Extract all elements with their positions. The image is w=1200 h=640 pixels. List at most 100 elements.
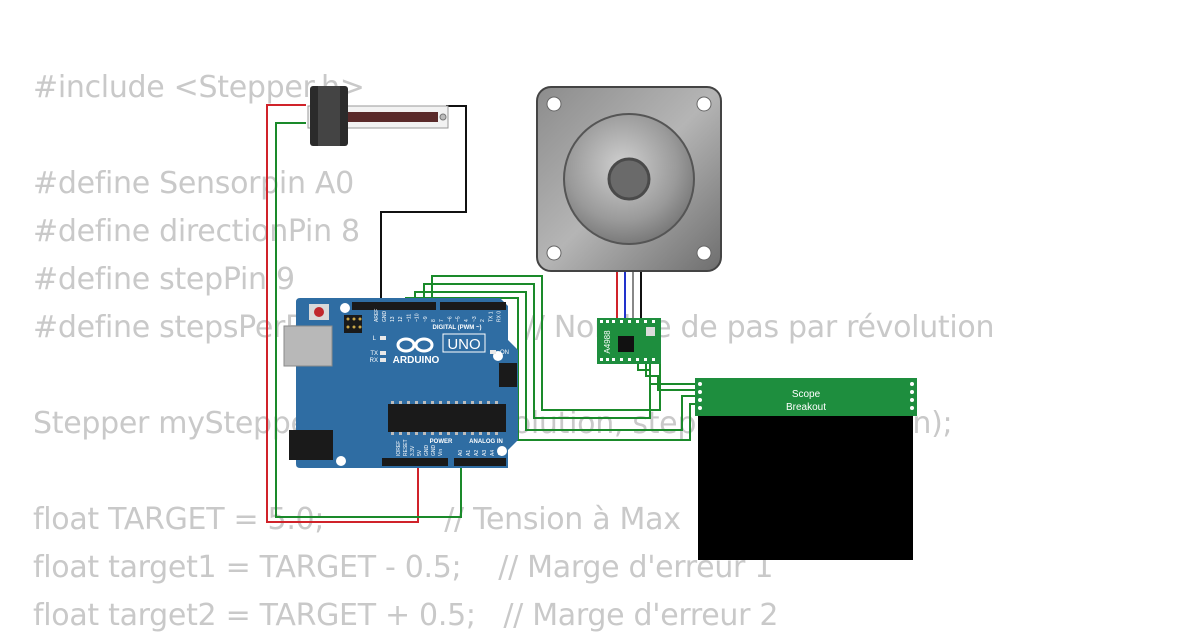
uno-box <box>442 333 486 353</box>
pin-label: RX 0 <box>497 311 503 322</box>
scope-pins <box>698 382 914 410</box>
chip-pin <box>415 432 418 435</box>
motor-shaft <box>607 157 651 201</box>
chip-pin <box>471 401 474 404</box>
power-jack <box>289 430 333 460</box>
driver-chip <box>618 336 634 352</box>
chip-pin <box>431 401 434 404</box>
wire-pot-a0[interactable] <box>275 122 462 518</box>
pin-label: ~11 <box>406 314 412 322</box>
chip-pin <box>487 401 490 404</box>
scope-breakout[interactable]: Scope Breakout <box>695 378 917 560</box>
driver-pot <box>646 327 655 336</box>
pin-label: A0 <box>458 450 464 456</box>
chip-pin <box>439 432 442 435</box>
chip-pin <box>423 401 426 404</box>
icsp2-header <box>499 363 517 387</box>
driver-label: A4988 <box>603 330 612 354</box>
motor-hole-tl <box>546 96 562 112</box>
mount-hole-4 <box>497 446 507 456</box>
chip-pin <box>423 432 426 435</box>
usb-port <box>283 325 333 367</box>
wire-step[interactable] <box>423 283 651 419</box>
pin-label: 2 <box>480 319 486 322</box>
code-line: float TARGET = 5.0; // Tension à Max <box>33 502 681 537</box>
pin-label: ~10 <box>415 313 421 322</box>
pin-label: A3 <box>482 450 488 456</box>
pin-label: 3.3V <box>410 445 416 456</box>
led-rx-label: RX <box>370 358 378 364</box>
chip-pin <box>407 401 410 404</box>
pin-label: 12 <box>398 316 404 322</box>
wire-driver-scope-b[interactable] <box>645 359 698 391</box>
a4988-driver[interactable]: A4988 <box>597 318 661 364</box>
led-tx-label: TX <box>370 351 378 357</box>
chip-pin <box>391 401 394 404</box>
arduino-brand: ARDUINO <box>393 355 440 366</box>
wire-scope-1[interactable] <box>414 291 698 431</box>
chip-pin <box>471 432 474 435</box>
pin-label: ~3 <box>472 316 478 322</box>
arduino-uno[interactable]: ARDUINO UNO DIGITAL (PWM ~) POWER ANALOG… <box>283 298 518 468</box>
wire-pot-gnd[interactable] <box>380 105 467 305</box>
chip-pin <box>447 432 450 435</box>
digital-header-label: DIGITAL (PWM ~) <box>433 325 482 331</box>
chip-pin <box>407 432 410 435</box>
power-header-label: POWER <box>430 439 453 445</box>
chip-pin <box>431 432 434 435</box>
chip-pin <box>399 401 402 404</box>
pot-knob-face <box>318 86 340 146</box>
arduino-logo <box>396 337 434 353</box>
pin-label: ~6 <box>447 316 453 322</box>
icsp-pins <box>346 317 362 329</box>
chip-pin <box>495 401 498 404</box>
scope-header <box>695 378 917 416</box>
wire-driver-scope-a[interactable] <box>637 359 698 385</box>
stepper-motor[interactable] <box>536 86 722 272</box>
power-header <box>382 458 448 466</box>
pin-label: A1 <box>466 450 472 456</box>
chip-pin <box>399 432 402 435</box>
wire-pot-5v[interactable] <box>266 104 419 523</box>
chip-pin <box>455 432 458 435</box>
reset-button[interactable] <box>314 307 324 317</box>
mount-hole-3 <box>336 456 346 466</box>
aref-label: AREF <box>374 309 380 322</box>
pin-label: 5V <box>417 449 423 456</box>
pin-label: 13 <box>390 316 396 322</box>
scope-screen <box>698 416 913 560</box>
motor-hole-bl <box>546 245 562 261</box>
mount-hole-1 <box>340 303 350 313</box>
pin-label: RESET <box>403 439 409 456</box>
slide-potentiometer[interactable] <box>307 86 449 146</box>
pot-track <box>330 112 438 122</box>
code-line: float target1 = TARGET - 0.5; // Marge d… <box>33 550 774 585</box>
pin-label: ~5 <box>456 316 462 322</box>
gnd-label: GND <box>382 311 388 323</box>
pin-label: A4 <box>490 450 496 456</box>
scope-subtitle: Breakout <box>786 402 826 413</box>
pin-label: 7 <box>439 319 445 322</box>
code-line: #define stepPin 9 <box>33 262 295 297</box>
chip-pin <box>455 401 458 404</box>
chip-pin <box>439 401 442 404</box>
atmega-chip <box>388 404 506 432</box>
pin-label: Vin <box>438 449 444 456</box>
wire-dir[interactable] <box>431 275 661 411</box>
chip-pin <box>479 401 482 404</box>
chip-pin <box>487 432 490 435</box>
scope-title: Scope <box>792 389 821 400</box>
pin-label: GND <box>431 445 437 457</box>
pin-label: GND <box>424 445 430 457</box>
pin-label: ~9 <box>423 316 429 322</box>
pot-screw <box>439 113 447 121</box>
status-leds <box>380 336 496 362</box>
led-l-label: L <box>373 336 377 342</box>
chip-pin <box>463 401 466 404</box>
code-line: #define directionPin 8 <box>33 214 360 249</box>
pin-label: A5 <box>498 450 504 456</box>
motor-hole-tr <box>696 96 712 112</box>
